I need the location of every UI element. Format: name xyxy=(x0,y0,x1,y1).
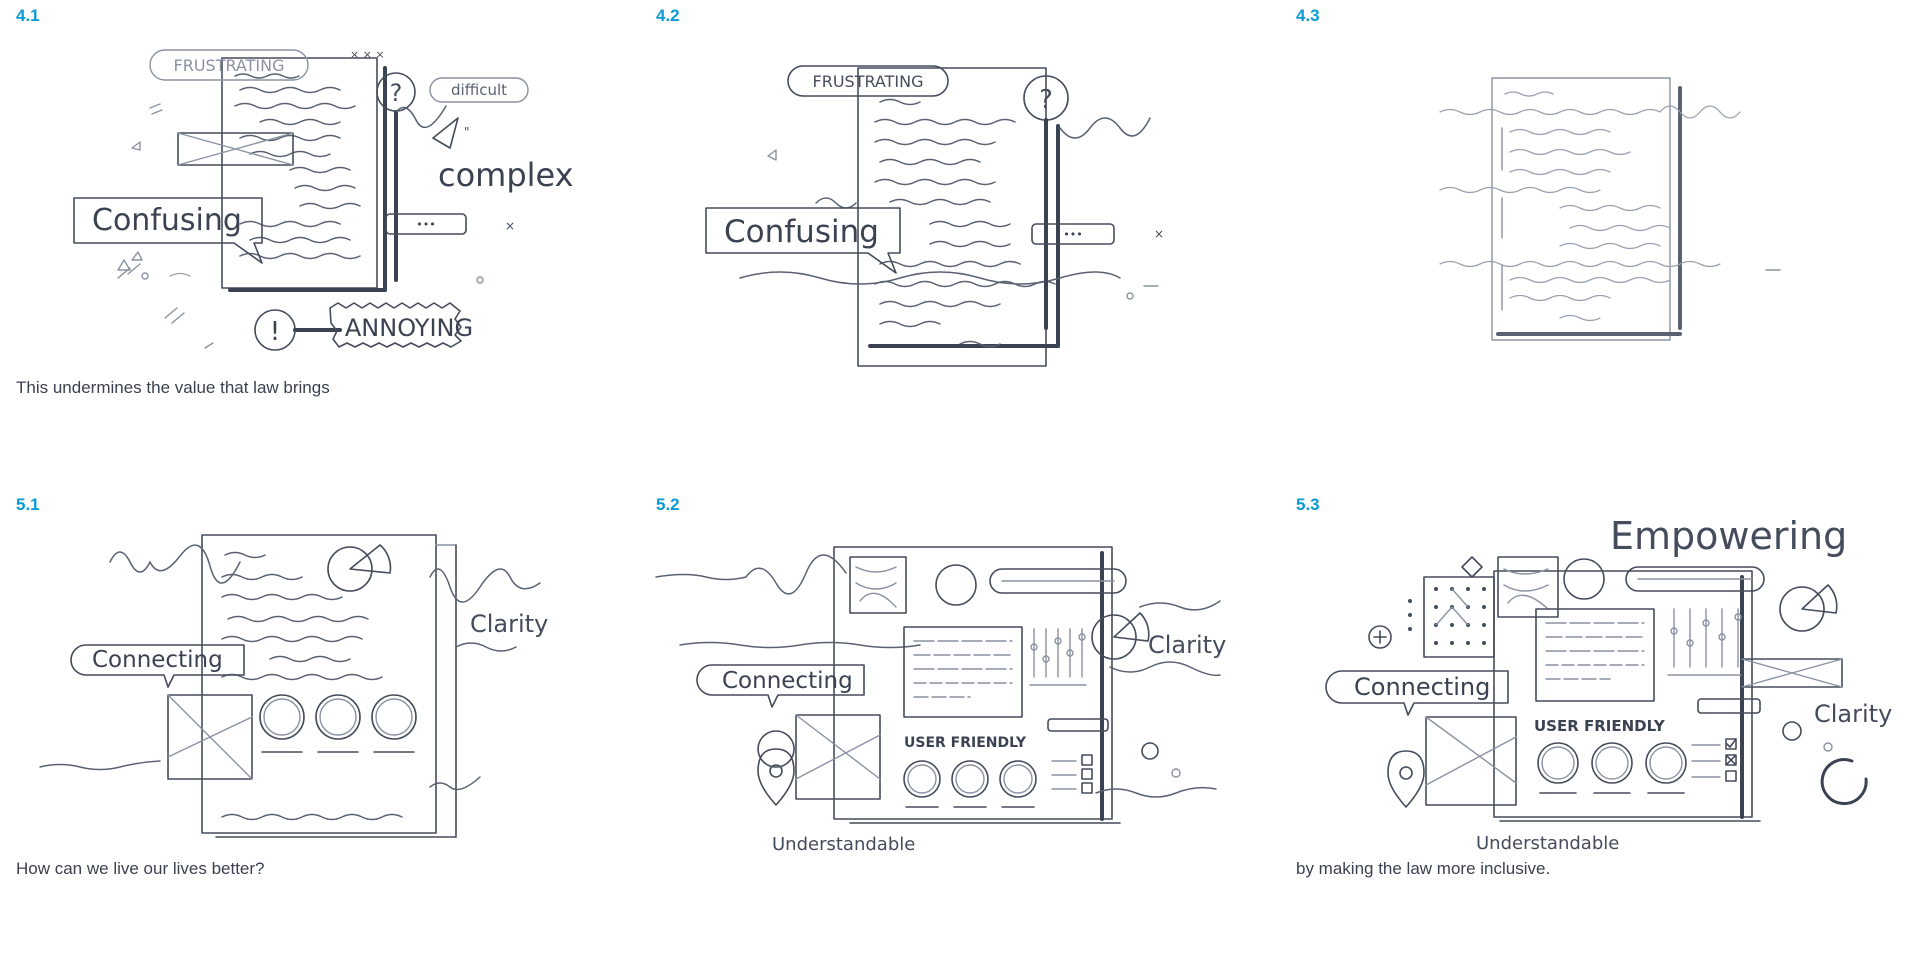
panel-5-1: 5.1 Clarity Connecting xyxy=(0,495,620,965)
illustration-fading-document xyxy=(1280,28,1900,368)
word-connecting: Connecting xyxy=(1354,673,1490,701)
panel-label: 4.2 xyxy=(656,6,680,25)
svg-text:× × ×: × × × xyxy=(350,48,385,61)
svg-text:?: ? xyxy=(390,79,403,107)
svg-text:!: ! xyxy=(270,317,280,347)
word-clarity: Clarity xyxy=(1814,700,1892,728)
svg-text:×: × xyxy=(1154,227,1164,241)
illustration-confusing-law: FRUSTRATING × × × ? difficult " complex … xyxy=(0,28,620,368)
svg-text:×: × xyxy=(505,219,515,233)
svg-text:?: ? xyxy=(1039,85,1053,115)
dots-bubble: ••• xyxy=(416,218,435,231)
panel-4-3: 4.3 xyxy=(1280,6,1900,476)
word-confusing: Confusing xyxy=(92,203,242,238)
illustration-user-friendly: Clarity USER FRIENDLY Connecting xyxy=(640,517,1260,857)
panel-label: 5.1 xyxy=(16,495,40,514)
panel-5-3: 5.3 Empowering xyxy=(1280,495,1900,965)
panel-4-2: 4.2 FRUSTRATING ? xyxy=(640,6,1260,476)
panel-label: 5.3 xyxy=(1296,495,1320,514)
illustration-empowering: Empowering xyxy=(1280,514,1900,857)
user-friendly-heading: USER FRIENDLY xyxy=(1534,717,1666,735)
word-complex: complex xyxy=(438,156,574,194)
caption: How can we live our lives better? xyxy=(16,859,265,878)
word-frustrating: FRUSTRATING xyxy=(813,72,924,91)
word-connecting: Connecting xyxy=(722,668,853,694)
user-friendly-heading: USER FRIENDLY xyxy=(904,735,1027,751)
panel-label: 5.2 xyxy=(656,495,680,514)
svg-text:": " xyxy=(464,125,470,139)
word-empowering: Empowering xyxy=(1610,514,1847,558)
word-frustrating: FRUSTRATING xyxy=(174,56,285,75)
panel-label: 4.1 xyxy=(16,6,40,25)
word-annoying: ANNOYING xyxy=(345,314,473,342)
word-connecting: Connecting xyxy=(92,647,223,673)
word-confusing: Confusing xyxy=(724,214,879,250)
illustration-connecting-clarity: Clarity Connecting xyxy=(0,517,620,857)
illustration-confusing-document: FRUSTRATING ? Confusing ••• × xyxy=(640,28,1260,368)
word-understandable: Understandable xyxy=(772,834,915,855)
caption: This undermines the value that law bring… xyxy=(16,378,330,397)
dots-bubble: ••• xyxy=(1063,228,1082,241)
caption: by making the law more inclusive. xyxy=(1296,859,1551,878)
word-clarity: Clarity xyxy=(470,610,548,638)
panel-label: 4.3 xyxy=(1296,6,1320,25)
word-difficult: difficult xyxy=(451,81,507,99)
panel-4-1: 4.1 FRUSTRATING × × × xyxy=(0,6,620,476)
panel-5-2: 5.2 xyxy=(640,495,1260,965)
word-clarity: Clarity xyxy=(1148,631,1226,659)
word-understandable: Understandable xyxy=(1476,833,1619,854)
